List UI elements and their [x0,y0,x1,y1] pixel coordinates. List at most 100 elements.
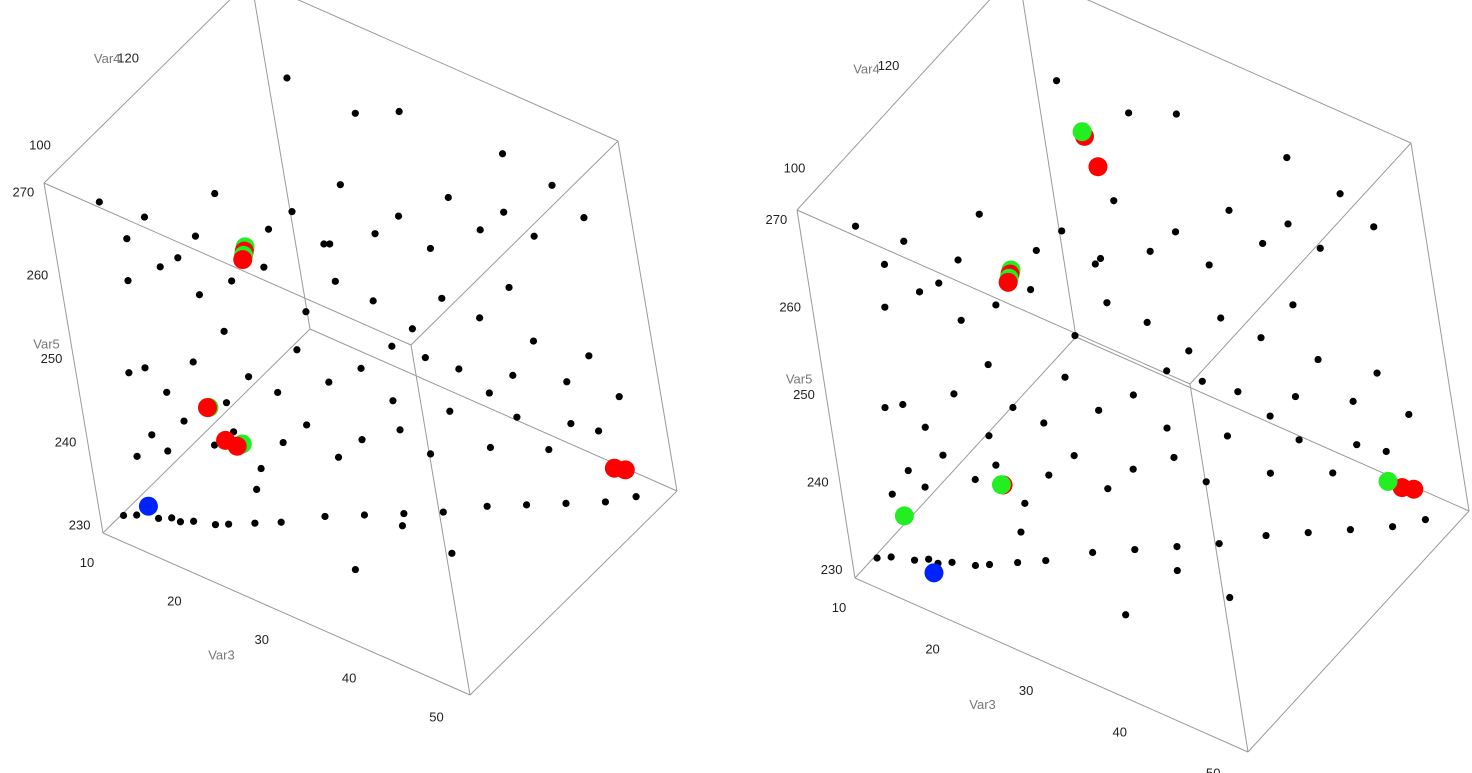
x-tick-label: 50 [429,709,443,724]
scatter-point [1032,246,1040,255]
scatter-point [957,316,965,324]
scatter-point [156,263,164,271]
scatter-point [992,461,1000,469]
z-tick-label: 250 [793,387,815,402]
scatter-point [594,427,603,435]
scatter-point [950,390,958,398]
scatter-point [900,237,908,245]
scatter-point [483,502,491,510]
scatter-point [904,466,912,475]
x-tick-label: 10 [80,555,94,570]
x-axis-label: Var3 [969,697,996,712]
scatter-point [1040,419,1048,427]
scatter-point [1009,403,1017,412]
scatter-point [881,403,889,412]
scatter-point [325,378,333,386]
x-tick-label: 20 [167,594,181,609]
scatter-point [1405,410,1413,419]
scatter-point [1122,611,1130,619]
scatter-point [935,279,943,287]
scatter-point [921,423,929,431]
highlight-point [1404,479,1424,499]
scatter-point [125,369,133,377]
z-tick-label: 230 [69,518,91,533]
scatter-point [921,483,929,491]
box-edge [469,490,678,696]
scatter-point [548,181,556,189]
z-tick-label: 250 [41,351,63,366]
scatter-point [1316,244,1324,252]
scatter-point [509,371,517,379]
scatter-point [1215,540,1223,548]
scatter-point [244,373,253,381]
scatter-point [915,288,924,296]
z-tick-label: 260 [779,299,801,314]
scatter-point [438,294,446,302]
scatter-point [1291,392,1300,401]
scatter-point [971,561,980,570]
box-edge [102,328,311,534]
scatter-point [189,358,197,366]
z-tick-label: 230 [821,562,843,577]
box-edge [796,209,856,579]
box-edge [43,0,231,184]
scatter-point [210,441,219,449]
x-tick-label: 20 [925,641,939,656]
scatter-point [476,314,484,322]
box-edge [1247,510,1470,753]
scatter-point [274,388,282,397]
box-edge [410,344,471,696]
scatter-point [1021,499,1029,507]
scatter-point [1234,388,1242,396]
scatter-point [615,393,623,401]
scatter-point [180,417,188,425]
scatter-point [288,208,296,216]
right-3d-scatter-panel: 1020304050100120140230240250260270Var3Va… [766,0,1470,773]
x-axis-label: Var3 [208,648,235,663]
scatter-point [1370,223,1378,231]
box-edge [410,140,619,346]
scatter-point [1110,197,1118,205]
scatter-point [954,256,962,264]
scatter-point [168,514,176,522]
scatter-point [971,475,979,484]
scatter-point [1382,447,1390,456]
scatter-point [567,419,575,428]
scatter-point [358,436,366,444]
scatter-point [984,360,992,369]
scatter-point [1223,432,1232,440]
x-tick-label: 10 [832,600,846,615]
scatter-point [326,240,334,248]
left-3d-scatter-panel: 1020304050100120140230240250260270Var3Va… [13,0,678,724]
x-tick-label: 50 [1206,766,1220,773]
highlight-point [991,475,1011,495]
scatter-point [1042,556,1050,565]
scatter-point [1071,331,1079,340]
scatter-point [1259,239,1267,248]
scatter-point [400,509,408,518]
scatter-point [880,260,889,269]
scatter-point [448,549,456,557]
scatter-point [910,556,919,564]
scatter-point [1295,436,1303,444]
scatter-point [1014,558,1022,567]
scatter-point [351,109,359,117]
scatter-point [887,553,895,561]
scatter-point [446,407,454,415]
z-axis-label: Var5 [786,372,813,387]
x-tick-label: 40 [1112,724,1126,739]
scatter-point [522,501,531,509]
y-tick-label: 120 [117,50,139,65]
highlight-point [1378,471,1398,491]
scatter-point [124,277,132,285]
highlight-point [138,496,158,516]
scatter-point [1262,531,1270,540]
scatter-point [1202,478,1210,486]
scatter-point [1266,469,1275,477]
scatter-point [1096,254,1105,263]
scatter-point [899,400,907,409]
scatter-point [1185,347,1193,355]
scatter-point [260,263,268,271]
scatter-point [580,214,588,222]
